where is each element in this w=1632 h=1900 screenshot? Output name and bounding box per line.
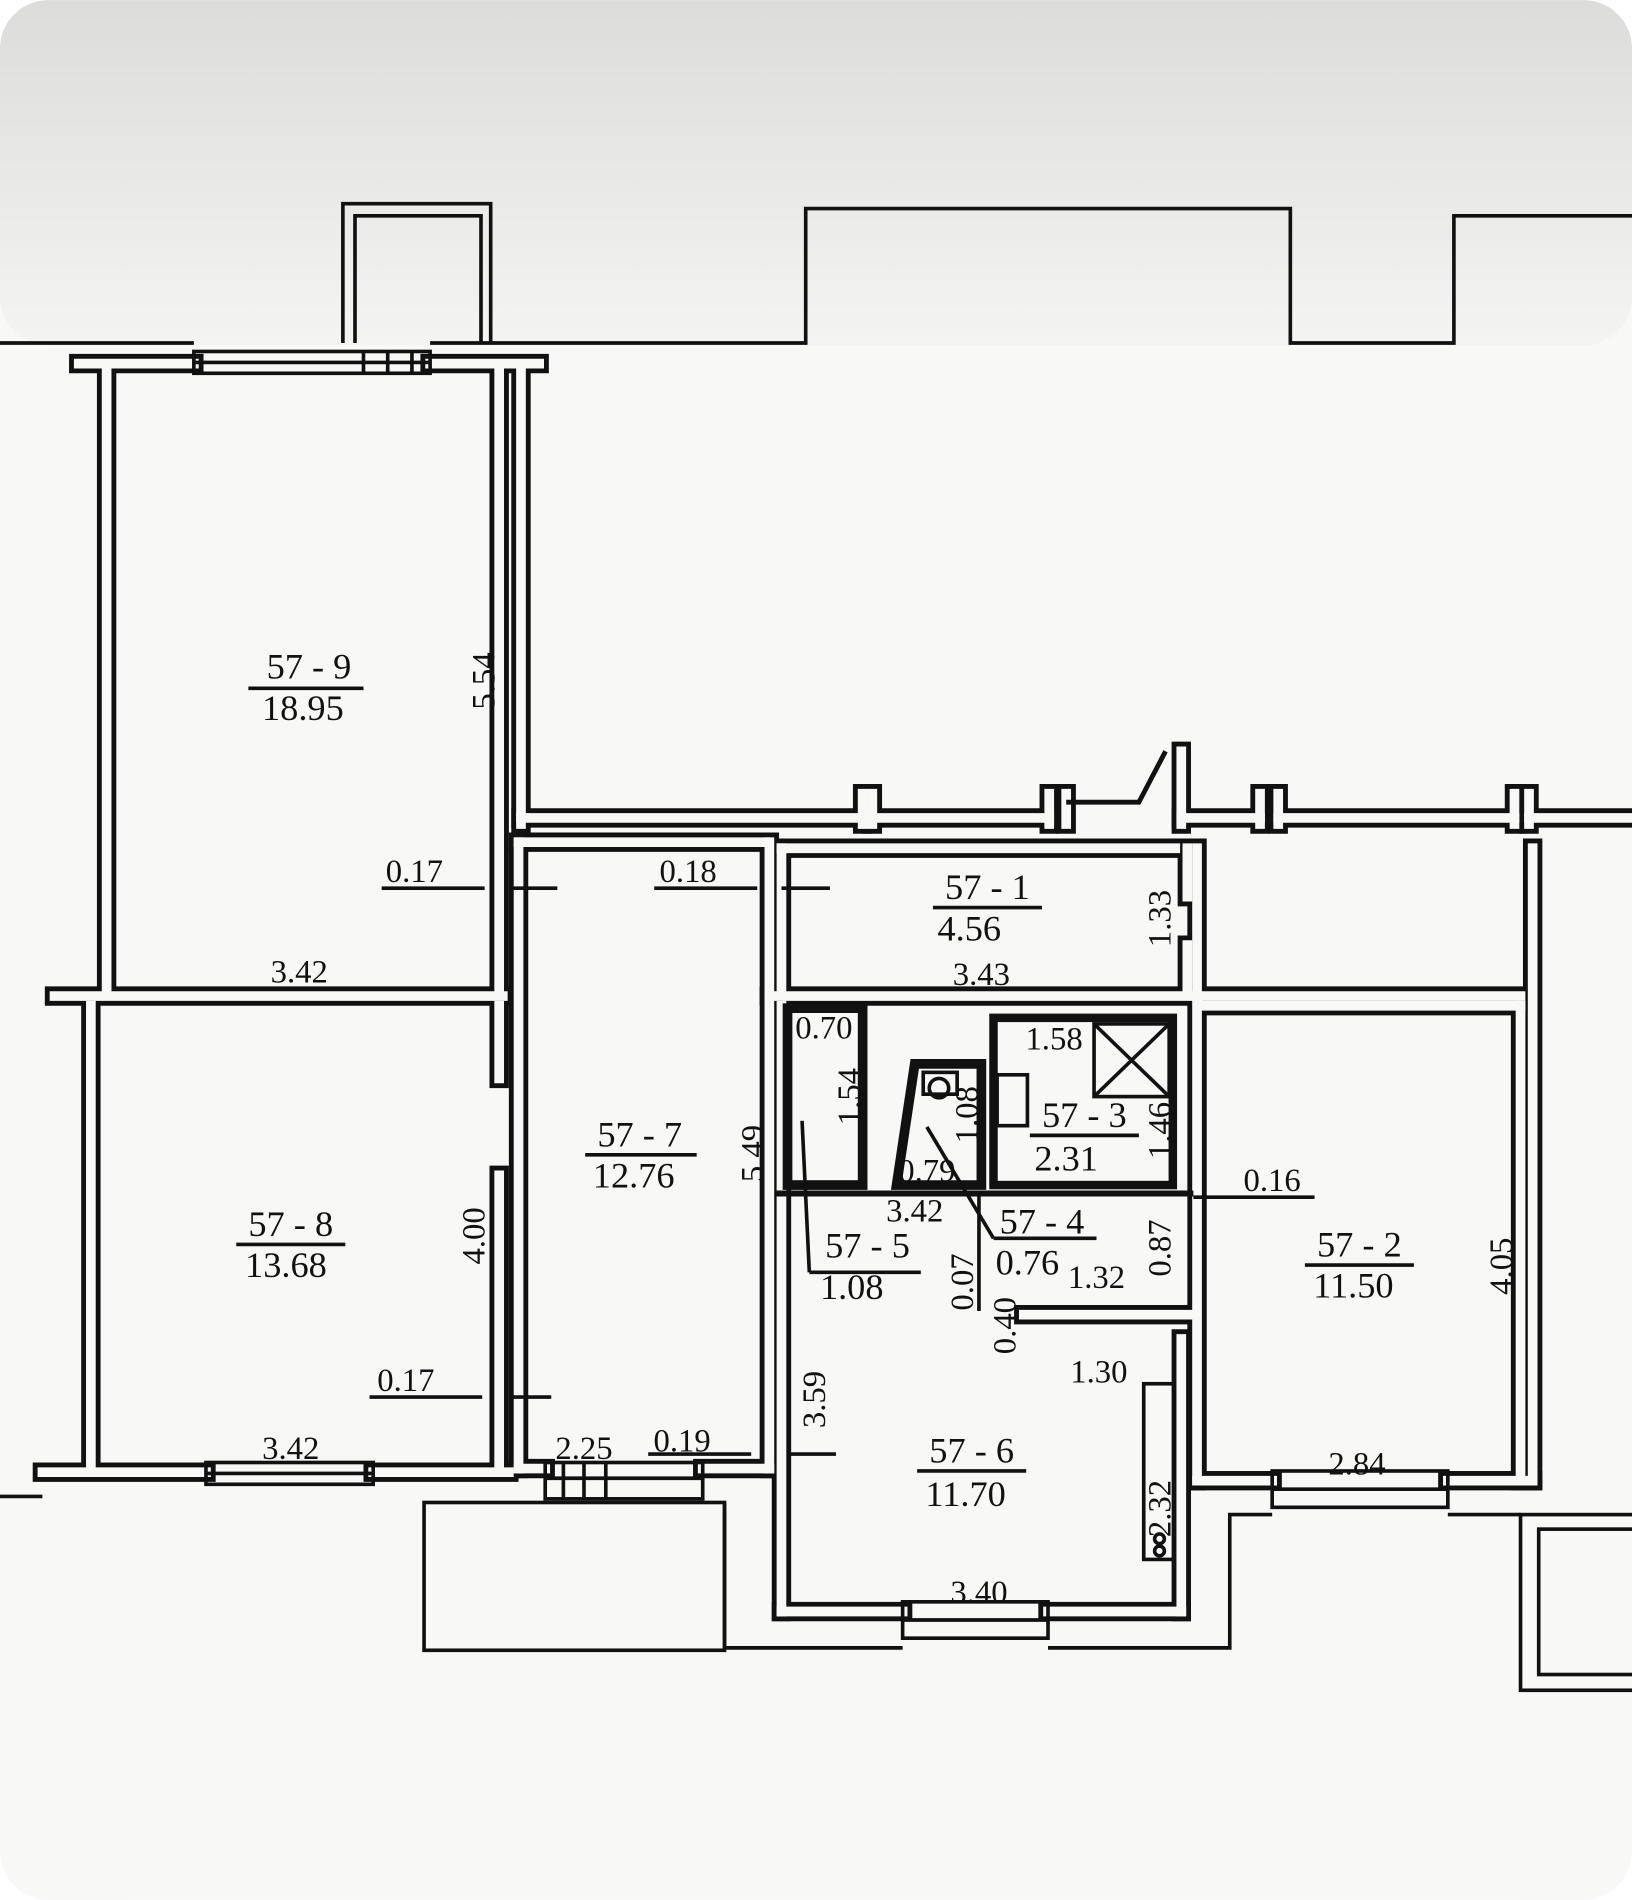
- fixtures: [782, 750, 1178, 1562]
- dimension-labels: 5.54 0.17 0.18 3.42 1.33 3.43 0.70 1.54 …: [262, 652, 1520, 1611]
- dimension-label: 0.19: [654, 1424, 711, 1460]
- dimension-label: 5.54: [466, 652, 502, 709]
- room-57-4: 57 - 40.76: [996, 1202, 1085, 1283]
- dimension-label: 4.00: [457, 1207, 493, 1264]
- room-area: 2.31: [1034, 1139, 1098, 1179]
- dimension-label: 1.30: [1070, 1355, 1127, 1391]
- walls: [32, 353, 1632, 1622]
- room-area: 13.68: [245, 1245, 327, 1285]
- dimension-label: 4.05: [1484, 1238, 1520, 1295]
- dimension-label: 1.33: [1142, 890, 1178, 947]
- room-id: 57 - 2: [1317, 1225, 1402, 1265]
- room-id: 57 - 3: [1042, 1095, 1127, 1135]
- dimension-label: 3.42: [262, 1431, 319, 1467]
- room-57-7: 57 - 712.76: [585, 1114, 697, 1195]
- room-57-5: 57 - 51.08: [820, 1226, 910, 1307]
- dimension-label: 1.08: [950, 1086, 986, 1143]
- dimension-label: 1.58: [1025, 1021, 1082, 1057]
- bathroom: [989, 1013, 1178, 1190]
- dimension-label: 0.70: [795, 1010, 852, 1046]
- room-id: 57 - 8: [248, 1204, 333, 1244]
- room-57-2: 57 - 211.50: [1304, 1225, 1414, 1306]
- toilet-icon: [921, 1070, 959, 1100]
- room-area: 12.76: [593, 1155, 675, 1195]
- room-id: 57 - 5: [825, 1226, 910, 1266]
- room-labels: 57 - 918.95 57 - 813.68 57 - 712.76 57 -…: [236, 647, 1414, 1514]
- dimension-label: 0.79: [898, 1153, 955, 1189]
- room-57-6: 57 - 611.70: [917, 1430, 1027, 1514]
- room-id: 57 - 6: [929, 1430, 1014, 1470]
- dimension-label: 0.16: [1244, 1163, 1301, 1199]
- dimension-label: 5.49: [735, 1125, 771, 1182]
- room-area: 0.76: [996, 1243, 1060, 1283]
- dimension-label: 3.42: [886, 1193, 943, 1229]
- dimension-label: 0.17: [377, 1363, 434, 1399]
- room-57-1: 57 - 14.56: [932, 867, 1042, 948]
- closet: [782, 1003, 868, 1190]
- stove-icon: [1141, 1381, 1176, 1562]
- dimension-label: 1.46: [1142, 1102, 1178, 1159]
- room-area: 1.08: [820, 1267, 884, 1307]
- dimension-label: 0.17: [386, 854, 443, 890]
- windows: [192, 349, 1450, 1640]
- dimension-label: 0.40: [987, 1297, 1023, 1354]
- wc-room: [890, 1059, 987, 1190]
- room-area: 18.95: [262, 688, 344, 728]
- room-57-3: 57 - 32.31: [1029, 1095, 1139, 1179]
- sink-icon: [995, 1072, 1030, 1128]
- dimension-arrows: [369, 886, 1315, 1456]
- dimension-label: 0.18: [660, 854, 717, 890]
- dimension-label: 3.40: [950, 1575, 1007, 1611]
- dimension-label: 3.42: [271, 955, 328, 991]
- dimension-label: 1.54: [832, 1068, 868, 1125]
- room-id: 57 - 4: [1000, 1202, 1085, 1242]
- room-area: 11.50: [1313, 1266, 1393, 1306]
- room-id: 57 - 7: [597, 1114, 682, 1154]
- shower-icon: [1092, 1022, 1171, 1099]
- dimension-label: 3.43: [953, 957, 1010, 993]
- dimension-label: 3.59: [797, 1371, 833, 1428]
- dimension-label: 2.32: [1142, 1480, 1178, 1537]
- dimension-label: 2.84: [1328, 1447, 1385, 1483]
- balcony-top: [341, 201, 493, 343]
- room-area: 11.70: [925, 1474, 1005, 1514]
- window: [543, 1460, 705, 1501]
- room-id: 57 - 9: [267, 647, 352, 687]
- dimension-label: 1.32: [1068, 1260, 1125, 1296]
- room-57-9: 57 - 918.95: [248, 647, 364, 728]
- dimension-label: 0.07: [945, 1253, 981, 1310]
- neighbor-room-outline: [1518, 1512, 1632, 1693]
- dimension-label: 2.25: [555, 1431, 612, 1467]
- room-57-8: 57 - 813.68: [236, 1204, 346, 1285]
- room-id: 57 - 1: [945, 867, 1030, 907]
- dimension-label: 0.87: [1142, 1219, 1178, 1276]
- building-outline: [0, 201, 1632, 1693]
- door-swing: [1066, 750, 1168, 805]
- paper-shadow: [0, 0, 1632, 346]
- room-area: 4.56: [937, 908, 1001, 948]
